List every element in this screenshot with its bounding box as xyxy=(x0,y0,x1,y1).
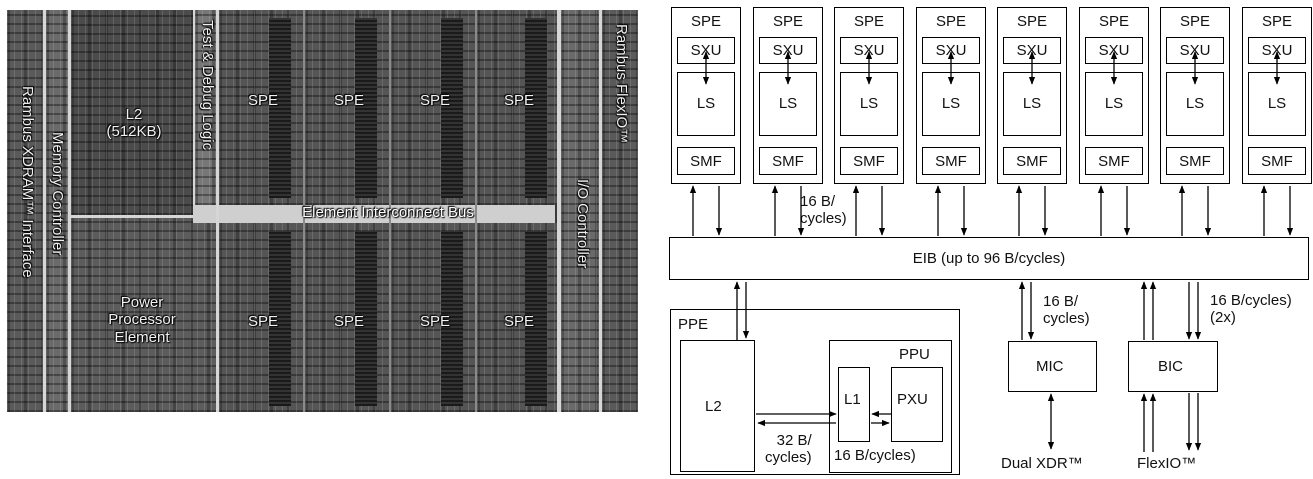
die-label-spe: SPE xyxy=(503,313,534,330)
spe-block xyxy=(305,223,389,412)
smf-label: SMF xyxy=(1179,153,1211,170)
spe-bandwidth-label: 16 B/ cycles) xyxy=(800,193,847,228)
spe-title: SPE xyxy=(1179,13,1210,30)
mic-bandwidth-label: 16 B/ cycles) xyxy=(1043,293,1090,328)
sxu-box xyxy=(922,37,980,64)
die-label-spe: SPE xyxy=(333,92,364,109)
bic-label: BIC xyxy=(1158,358,1184,375)
spe-title: SPE xyxy=(690,13,721,30)
spe-title: SPE xyxy=(1016,13,1047,30)
sxu-label: SXU xyxy=(1261,42,1293,59)
l2-bandwidth-label: 32 B/ cycles) xyxy=(765,432,812,467)
mic-label: MIC xyxy=(1036,358,1064,375)
spe-block xyxy=(305,10,389,205)
flexio-label: FlexIO™ xyxy=(1137,455,1197,472)
rambus-flexio-block xyxy=(602,10,638,412)
die-label-l2: L2 (512KB) xyxy=(106,106,162,141)
sxu-label: SXU xyxy=(853,42,885,59)
smf-label: SMF xyxy=(772,153,804,170)
smf-label: SMF xyxy=(1016,153,1048,170)
spe-title: SPE xyxy=(853,13,884,30)
spe-title: SPE xyxy=(1098,13,1129,30)
smf-box xyxy=(922,147,980,175)
ls-label: LS xyxy=(1267,95,1287,112)
io-controller-block xyxy=(561,10,599,412)
memory-controller-block xyxy=(46,10,68,412)
l2-cache-block xyxy=(71,10,193,215)
ppe-l2-box xyxy=(680,340,755,472)
rambus-xdram-block xyxy=(7,10,43,412)
smf-label: SMF xyxy=(690,153,722,170)
ls-label: LS xyxy=(1104,95,1124,112)
l1-label: L1 xyxy=(844,391,861,408)
spe-title: SPE xyxy=(935,13,966,30)
spe-title: SPE xyxy=(772,13,803,30)
spe-block xyxy=(477,10,557,205)
sxu-label: SXU xyxy=(690,42,722,59)
test-debug-block xyxy=(195,10,219,205)
spe-block xyxy=(391,223,475,412)
eib-label: EIB (up to 96 B/cycles) xyxy=(912,250,1066,267)
sxu-label: SXU xyxy=(1098,42,1130,59)
die-label-ppe: Power Processor Element xyxy=(108,294,176,346)
smf-label: SMF xyxy=(1261,153,1293,170)
ppe-block xyxy=(71,218,216,412)
die-label-spe: SPE xyxy=(333,313,364,330)
eib-band xyxy=(193,205,555,223)
die-label-spe: SPE xyxy=(247,92,278,109)
spe-block xyxy=(477,223,557,412)
sxu-label: SXU xyxy=(1016,42,1048,59)
smf-box xyxy=(1085,147,1143,175)
smf-box xyxy=(840,147,898,175)
ppe-l2-label: L2 xyxy=(705,398,722,415)
sxu-label: SXU xyxy=(935,42,967,59)
ls-label: LS xyxy=(778,95,798,112)
ls-label: LS xyxy=(1022,95,1042,112)
spe-block xyxy=(219,10,303,205)
ppu-bandwidth-label: 16 B/cycles) xyxy=(834,447,916,464)
pxu-box xyxy=(891,367,943,442)
smf-label: SMF xyxy=(1098,153,1130,170)
pxu-label: PXU xyxy=(897,391,928,408)
die-label-eib: Element Interconnect Bus xyxy=(302,204,474,221)
ls-label: LS xyxy=(696,95,716,112)
ls-label: LS xyxy=(859,95,879,112)
eib-box xyxy=(669,237,1309,280)
smf-label: SMF xyxy=(935,153,967,170)
smf-box xyxy=(1003,147,1061,175)
smf-box xyxy=(759,147,817,175)
smf-label: SMF xyxy=(853,153,885,170)
l1-box xyxy=(838,367,870,442)
die-label-spe: SPE xyxy=(247,313,278,330)
cell-die-photo: L2 (512KB) Power Processor Element Eleme… xyxy=(7,10,638,412)
sxu-label: SXU xyxy=(772,42,804,59)
smf-box xyxy=(1248,147,1306,175)
spe-title: SPE xyxy=(1261,13,1292,30)
ppe-label: PPE xyxy=(678,316,709,333)
ppu-label: PPU xyxy=(899,346,930,363)
ls-label: LS xyxy=(941,95,961,112)
ls-label: LS xyxy=(1185,95,1205,112)
smf-box xyxy=(1166,147,1224,175)
bic-box xyxy=(1128,341,1218,392)
spe-block xyxy=(391,10,475,205)
die-label-spe: SPE xyxy=(419,92,450,109)
die-label-spe: SPE xyxy=(503,92,534,109)
die-label-spe: SPE xyxy=(419,313,450,330)
bic-bandwidth-label: 16 B/cycles) (2x) xyxy=(1210,292,1292,327)
dual-xdr-label: Dual XDR™ xyxy=(1001,455,1083,472)
mic-box xyxy=(1008,341,1097,392)
smf-box xyxy=(677,147,735,175)
sxu-label: SXU xyxy=(1179,42,1211,59)
spe-block xyxy=(219,223,303,412)
